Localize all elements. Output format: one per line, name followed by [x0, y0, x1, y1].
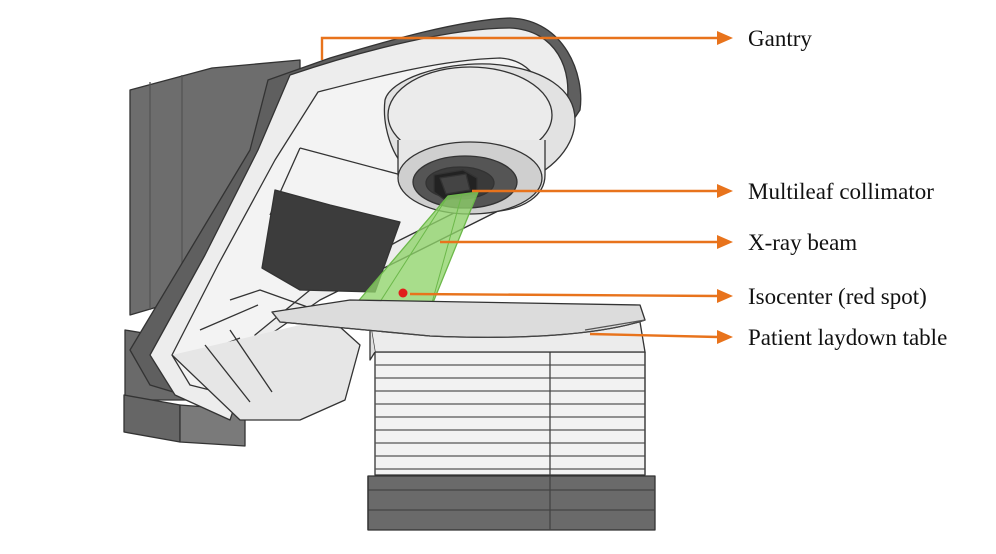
- multileaf-collimator-label: Multileaf collimator: [748, 179, 934, 204]
- couch: [367, 321, 656, 531]
- isocenter-dot: [398, 288, 408, 298]
- x-ray-beam-label: X-ray beam: [748, 230, 858, 255]
- patient-table-label: Patient laydown table: [748, 325, 948, 350]
- isocenter-callout-arrow: [409, 289, 733, 303]
- gantry-callout-arrow: [320, 31, 733, 60]
- gantry-label: Gantry: [748, 26, 812, 51]
- beam-callout-arrow: [440, 235, 733, 249]
- table-callout-arrow: [589, 330, 733, 344]
- mlc-callout-arrow: [472, 184, 733, 198]
- isocenter-label: Isocenter (red spot): [748, 284, 927, 309]
- collimator-head: [383, 63, 576, 215]
